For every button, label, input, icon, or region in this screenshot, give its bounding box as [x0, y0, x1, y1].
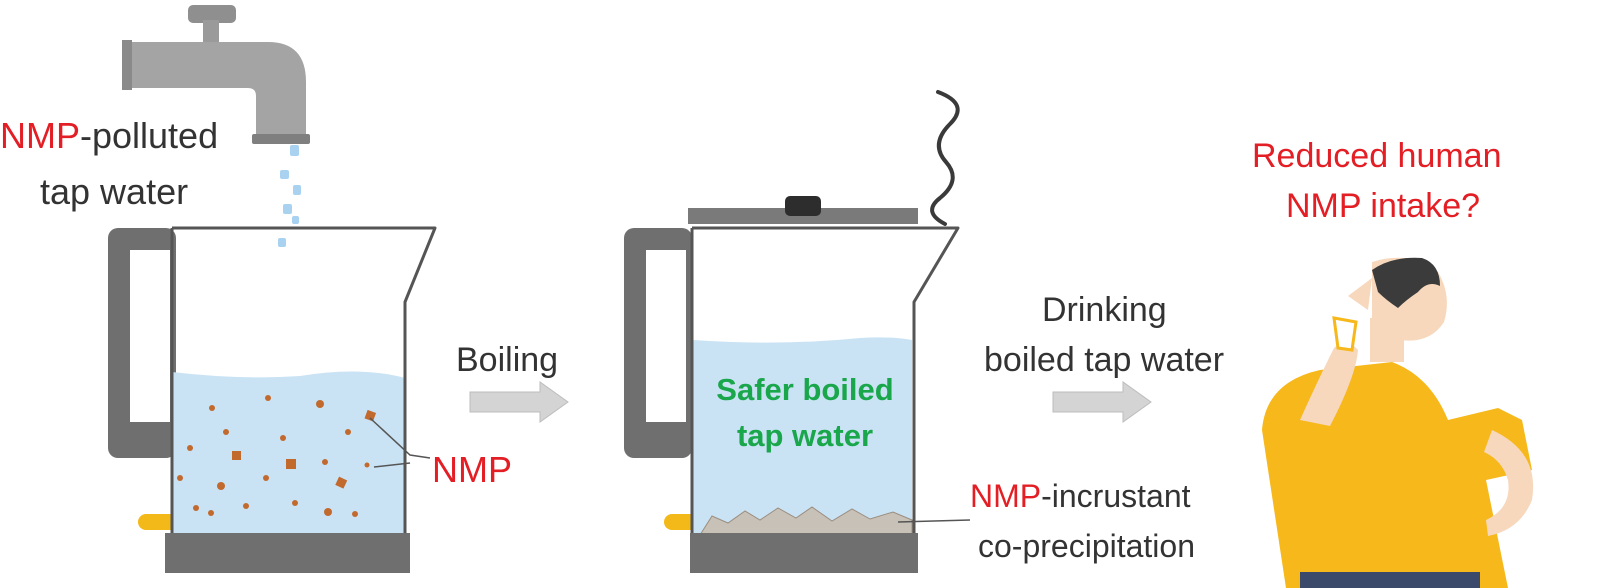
- arrow-boiling: [469, 381, 569, 423]
- nmp-callout-lines: [369, 417, 431, 468]
- arrow-drinking: [1052, 381, 1152, 423]
- nmp-marker-label: NMP: [432, 449, 512, 490]
- safer-water-label: Safer boiled: [716, 372, 894, 407]
- water-boiled: [693, 337, 912, 535]
- kettle-polluted: [108, 226, 437, 573]
- water-polluted: [172, 371, 405, 535]
- incrustant-label: NMP-incrustant: [970, 476, 1191, 516]
- incrustant-callout-line: [897, 519, 971, 523]
- incrustant-nmp-term: NMP: [970, 478, 1042, 514]
- incrustant-suffix: -incrustant: [1041, 478, 1191, 514]
- precipitate-layer: [699, 506, 913, 536]
- source-suffix: -polluted: [80, 115, 219, 156]
- faucet-icon: [122, 5, 310, 144]
- source-label-line2: tap water: [40, 171, 189, 212]
- kettle-boiled: [624, 196, 960, 573]
- nmp-particles: [177, 395, 377, 517]
- person-drinking-icon: [1262, 257, 1534, 588]
- source-label: NMP-polluted: [0, 114, 218, 158]
- drinking-label-line2: boiled tap water: [984, 341, 1225, 379]
- steam-icon: [930, 90, 960, 226]
- source-nmp-term: NMP: [0, 115, 80, 156]
- safer-water-label-line2: tap water: [736, 418, 874, 453]
- water-drops: [278, 145, 301, 247]
- incrustant-label-line2: co-precipitation: [978, 528, 1195, 564]
- question-label: Reduced human: [1252, 137, 1502, 175]
- drinking-label: Drinking: [1042, 291, 1167, 329]
- question-label-line2: NMP intake?: [1286, 187, 1481, 225]
- boiling-label: Boiling: [456, 341, 559, 379]
